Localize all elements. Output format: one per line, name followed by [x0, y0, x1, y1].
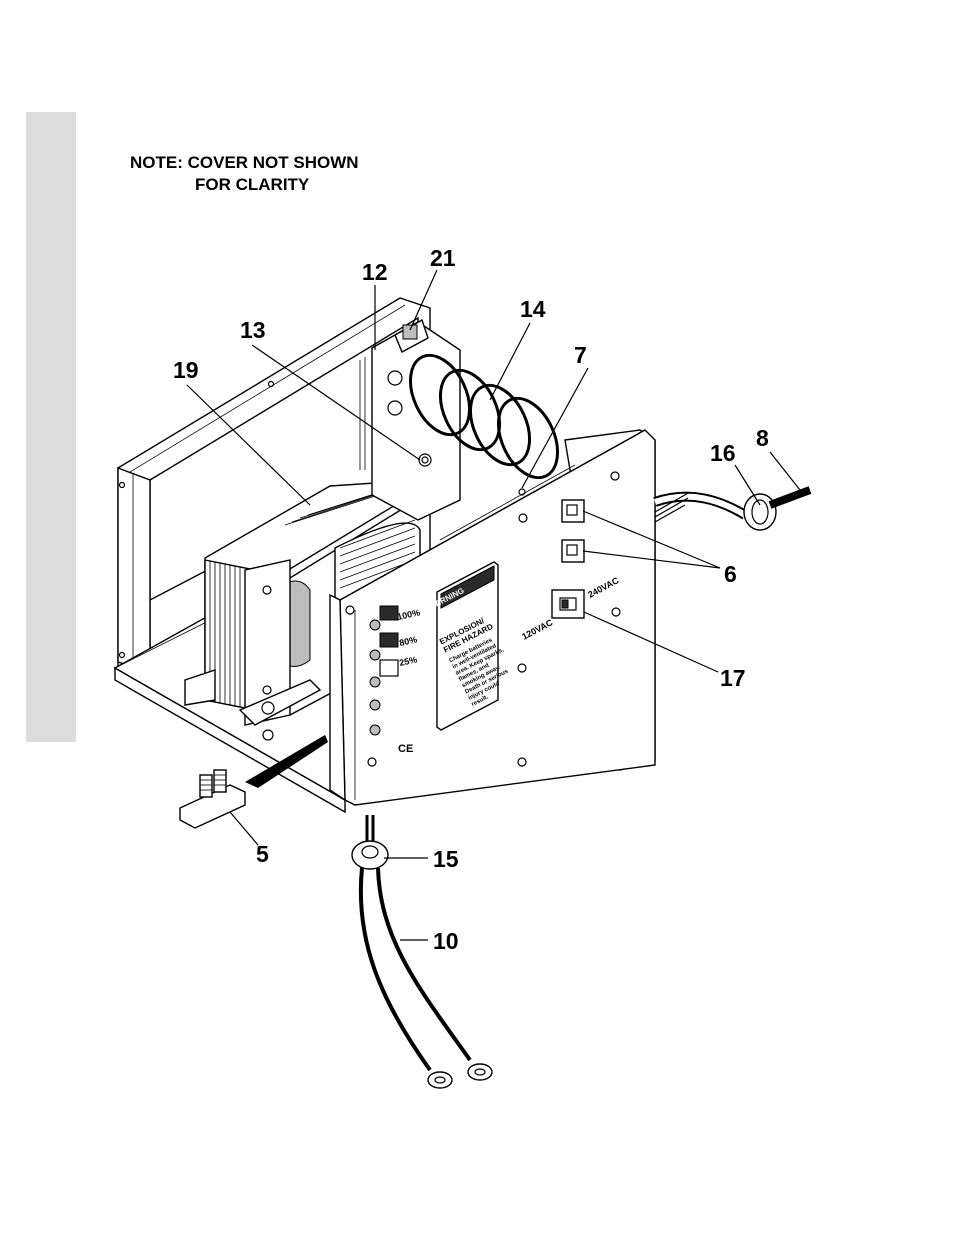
callout-17: 17: [720, 665, 746, 691]
callout-13: 13: [240, 317, 266, 343]
callout-5: 5: [256, 841, 269, 867]
callout-14: 14: [520, 296, 546, 322]
callout-19: 19: [173, 357, 199, 383]
callout-12: 12: [362, 259, 388, 285]
ce-mark: CE: [398, 743, 413, 755]
callout-8: 8: [756, 425, 769, 451]
input-cord: [655, 490, 810, 530]
callout-7: 7: [574, 342, 587, 368]
output-cable: [352, 815, 492, 1088]
callout-10: 10: [433, 928, 459, 954]
callout-15: 15: [433, 846, 459, 872]
callout-21: 21: [430, 245, 456, 271]
callout-16: 16: [710, 440, 736, 466]
callout-6: 6: [724, 561, 737, 587]
